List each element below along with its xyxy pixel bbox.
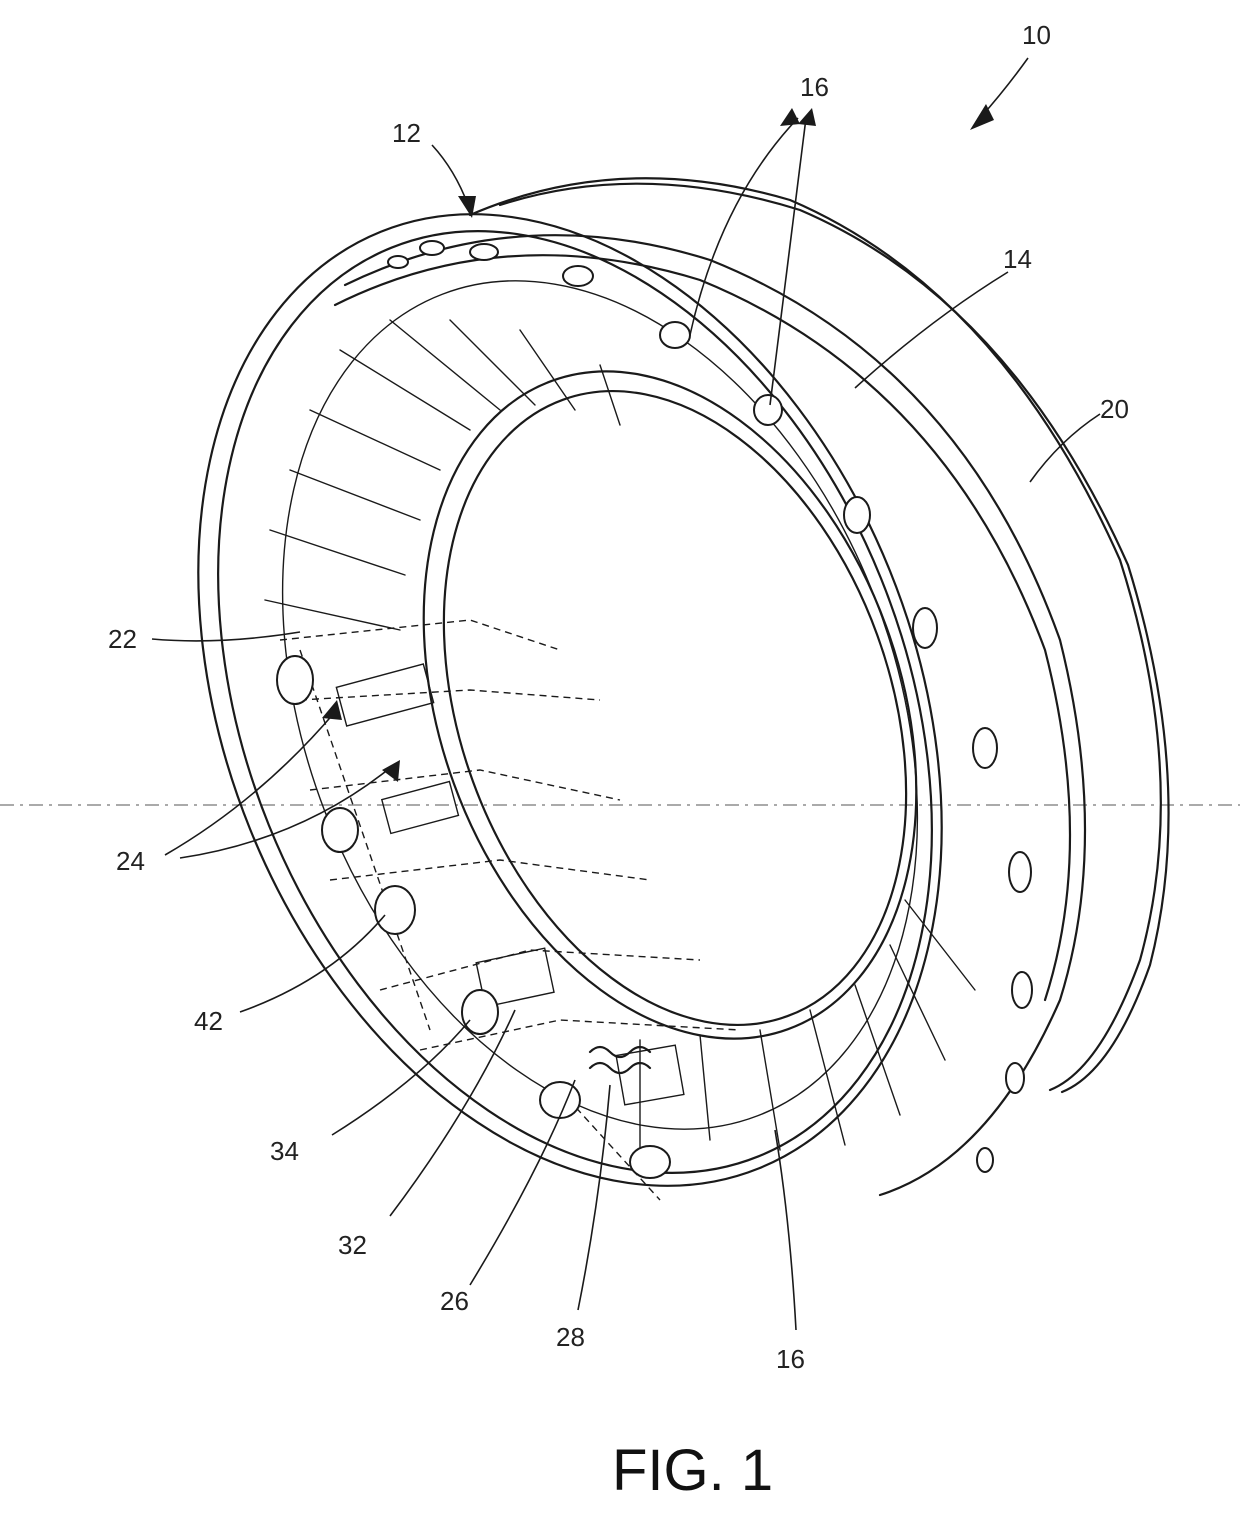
label-28-leader xyxy=(578,1085,610,1310)
inner-ring xyxy=(336,302,1004,1108)
label-42-leader xyxy=(240,915,385,1012)
ref-label-10: 10 xyxy=(1022,20,1051,50)
label-16-top-leader-b xyxy=(770,118,806,405)
label-24-leader-b xyxy=(180,768,390,858)
figure-caption: FIG. 1 xyxy=(612,1438,773,1503)
ribs xyxy=(265,320,975,1150)
ring-assembly xyxy=(61,103,1169,1298)
ref-label-22: 22 xyxy=(108,624,137,654)
mechanism xyxy=(277,620,740,1200)
ref-label-24: 24 xyxy=(116,846,145,876)
ref-label-12: 12 xyxy=(392,118,421,148)
ref-label-26: 26 xyxy=(440,1286,469,1316)
ref-label-32: 32 xyxy=(338,1230,367,1260)
label-12-arrow xyxy=(432,145,476,218)
ref-label-34: 34 xyxy=(270,1136,299,1166)
label-10-arrow xyxy=(970,58,1028,130)
ref-label-28: 28 xyxy=(556,1322,585,1352)
ref-label-20: 20 xyxy=(1100,394,1129,424)
label-24-leader-a xyxy=(165,712,335,855)
label-34-leader xyxy=(332,1020,470,1135)
ref-label-16-bottom: 16 xyxy=(776,1344,805,1374)
ref-label-14: 14 xyxy=(1003,244,1032,274)
label-32-leader xyxy=(390,1010,515,1216)
label-22-leader xyxy=(152,632,300,641)
label-16-top-leader-a xyxy=(690,118,798,335)
ref-label-16-top: 16 xyxy=(800,72,829,102)
ref-label-42: 42 xyxy=(194,1006,223,1036)
